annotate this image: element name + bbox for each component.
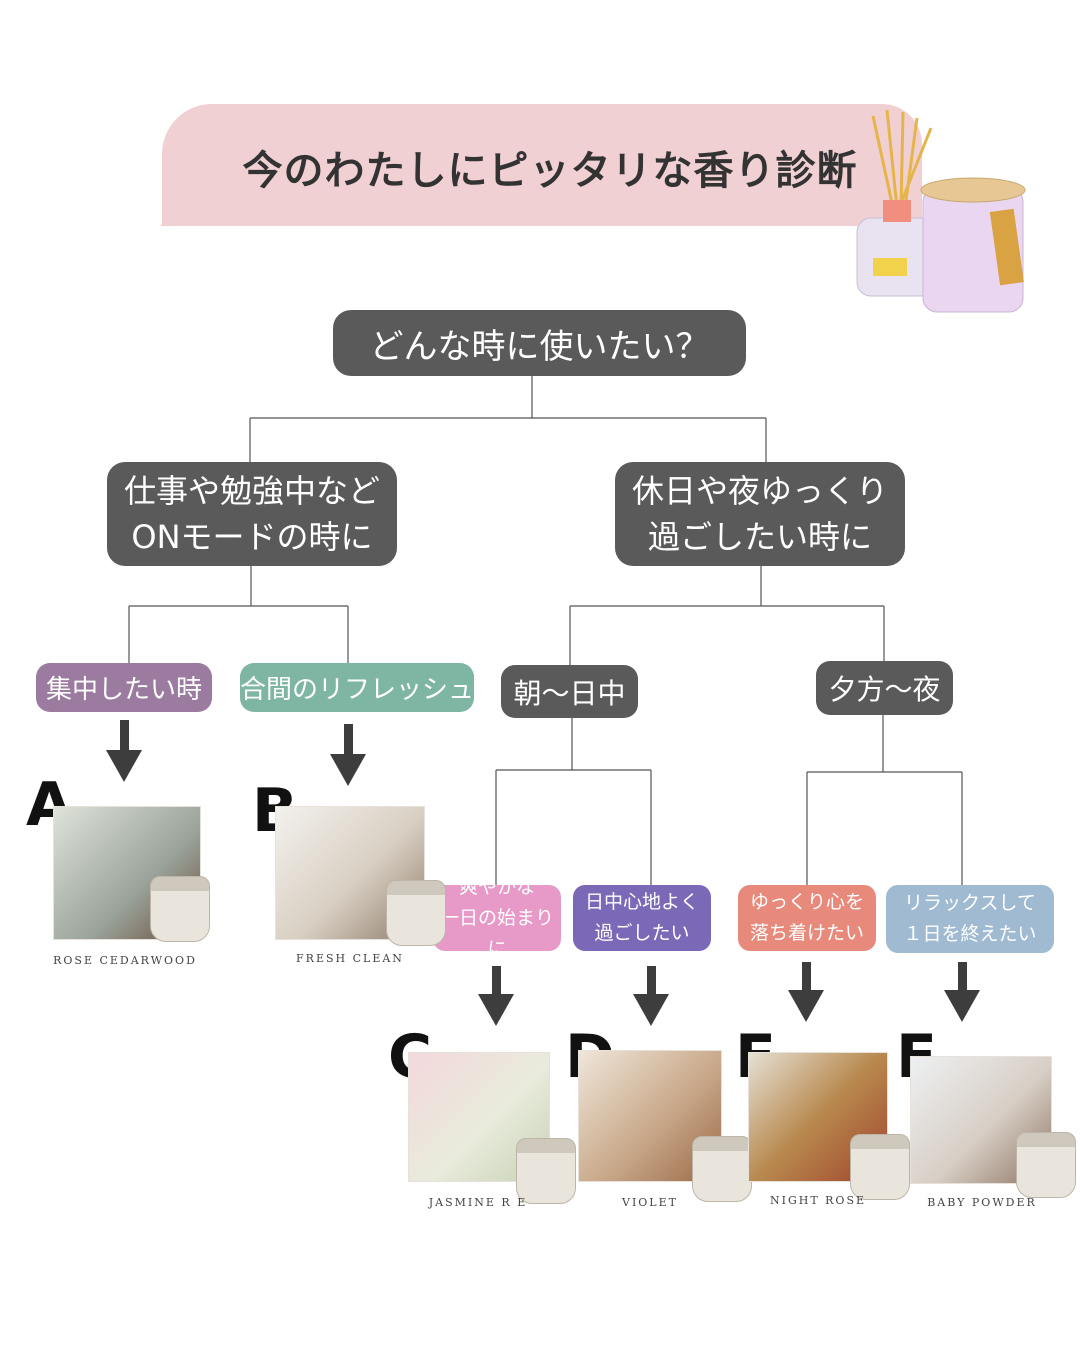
- option-f-line1: リラックスして: [904, 892, 1036, 914]
- title-bubble: [162, 104, 922, 226]
- diffuser-illustration: [856, 109, 1026, 313]
- option-d-line2: 過ごしたい: [594, 922, 690, 944]
- branch-work-line2: ONモードの時に: [131, 518, 373, 556]
- result-c-jar: [516, 1138, 576, 1204]
- option-focus: 集中したい時: [36, 663, 212, 712]
- result-f-name: BABY POWDER: [927, 1196, 1037, 1209]
- option-refresh: 合間のリフレッシュ: [240, 663, 474, 712]
- result-e-jar: [850, 1134, 910, 1200]
- result-b-jar: [386, 880, 446, 946]
- result-d-jar: [692, 1136, 752, 1202]
- branch-rest-line2: 過ごしたい時に: [647, 518, 872, 556]
- branch-work-line1: 仕事や勉強中など: [123, 472, 380, 510]
- option-c: 爽やかな 一日の始まりに: [433, 876, 561, 960]
- result-b-name: FRESH CLEAN: [296, 952, 404, 965]
- option-c-line2: 一日の始まりに: [439, 906, 554, 960]
- branch-rest-line1: 休日や夜ゆっくり: [631, 472, 888, 510]
- result-a-jar: [150, 876, 210, 942]
- option-e-line1: ゆっくり心を: [749, 891, 864, 913]
- branch-work: 仕事や勉強中など ONモードの時に: [107, 462, 397, 566]
- option-evening: 夕方〜夜: [816, 661, 953, 715]
- result-a-name: ROSE CEDARWOOD: [53, 954, 197, 967]
- result-f-jar: [1016, 1132, 1076, 1198]
- option-f: リラックスして １日を終えたい: [886, 885, 1054, 953]
- title-bubble-tail: [160, 190, 200, 226]
- option-f-line2: １日を終えたい: [903, 923, 1037, 945]
- branch-rest: 休日や夜ゆっくり 過ごしたい時に: [615, 462, 905, 566]
- result-e-name: NIGHT ROSE: [769, 1194, 867, 1207]
- result-c-name: JASMINE R E: [428, 1196, 528, 1209]
- option-c-line1: 爽やかな: [458, 875, 535, 898]
- option-e: ゆっくり心を 落ち着けたい: [738, 885, 876, 951]
- page-title: 今のわたしにピッタリな香り診断: [242, 148, 858, 194]
- option-d: 日中心地よく 過ごしたい: [573, 885, 711, 951]
- question-box: どんな時に使いたい？: [333, 310, 746, 376]
- option-daytime: 朝〜日中: [501, 665, 638, 718]
- option-e-line2: 落ち着けたい: [749, 922, 864, 944]
- result-d-name: VIOLET: [622, 1196, 678, 1209]
- option-d-line1: 日中心地よく: [584, 891, 699, 913]
